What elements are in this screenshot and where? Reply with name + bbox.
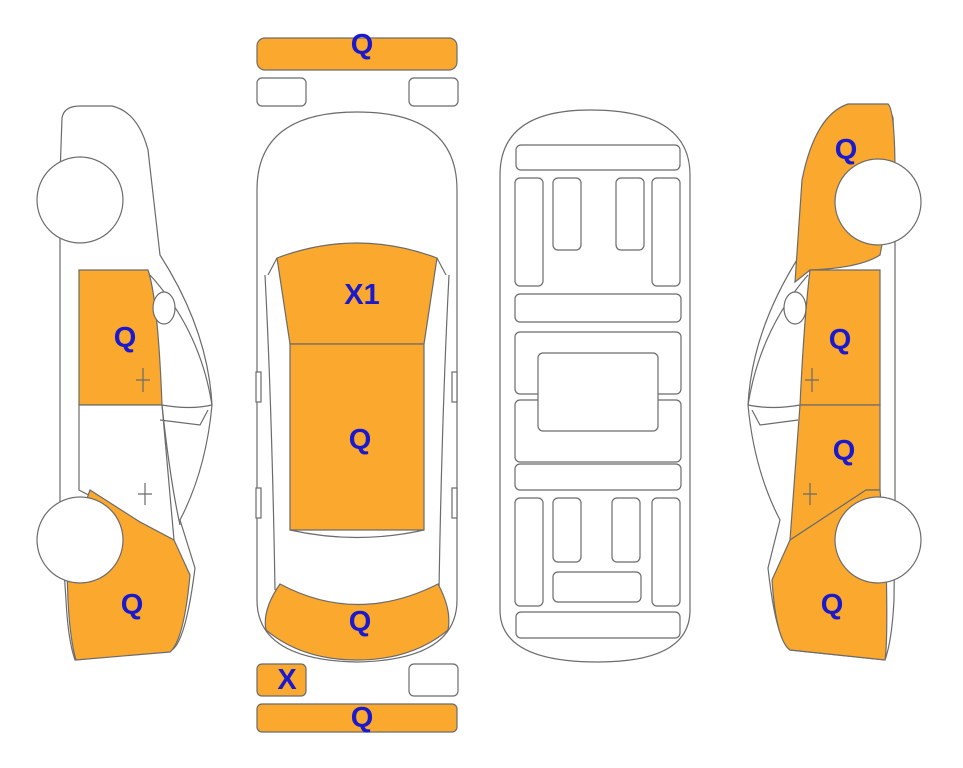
right-window-line xyxy=(751,409,799,426)
left-headlight[interactable] xyxy=(256,77,307,107)
under-center-panel xyxy=(537,352,659,432)
under-panel xyxy=(514,497,544,607)
top-right-side-line xyxy=(438,274,450,591)
trunk-label: Q xyxy=(349,606,372,638)
under-panel xyxy=(552,497,582,563)
rear-bumper-label: Q xyxy=(351,702,374,734)
left-front-wheel xyxy=(36,156,124,244)
right-mirror xyxy=(783,291,807,325)
front-bumper-label: Q xyxy=(351,29,374,61)
right-headlight[interactable] xyxy=(408,77,459,107)
under-panel xyxy=(615,177,645,251)
right-front-door-label: Q xyxy=(829,324,852,356)
left-front-handle xyxy=(136,368,150,392)
rear-bumper[interactable] xyxy=(256,703,458,733)
under-panel xyxy=(515,144,681,171)
right-windshield-line xyxy=(747,274,809,406)
front-bumper[interactable] xyxy=(256,37,458,71)
right-side-view xyxy=(747,103,922,661)
left-pillar-line xyxy=(161,404,181,526)
top-left-mirror xyxy=(255,371,262,403)
top-left-handle xyxy=(255,487,262,519)
under-panel xyxy=(651,177,681,287)
under-panel xyxy=(514,463,682,491)
under-panel xyxy=(611,497,641,563)
left-rear-quarter-label: Q xyxy=(121,589,144,621)
top-right-handle xyxy=(451,487,458,519)
roof-label: Q xyxy=(349,424,372,456)
under-panel xyxy=(514,177,544,287)
right-front-fender-label: Q xyxy=(835,134,858,166)
right-rear-door-label: Q xyxy=(833,435,856,467)
left-window-line xyxy=(159,409,209,426)
hood-label: X1 xyxy=(344,279,379,311)
left-rear-handle xyxy=(138,483,152,505)
rear-window-top xyxy=(289,529,425,539)
top-view xyxy=(255,37,459,733)
top-right-mirror xyxy=(451,371,458,403)
right-rear-wheel xyxy=(834,496,922,584)
under-panel xyxy=(651,497,681,607)
left-taillight[interactable] xyxy=(256,663,307,697)
right-rear-handle xyxy=(803,483,817,505)
right-belt-line xyxy=(747,404,801,409)
left-windshield-line xyxy=(149,274,213,406)
left-rear-wheel xyxy=(36,496,124,584)
trunk[interactable] xyxy=(264,583,450,661)
top-left-side-line xyxy=(264,274,276,591)
damage-labels: Q X1 Q Q X Q Q Q Q Q Q Q xyxy=(114,29,858,734)
right-front-wheel xyxy=(834,158,922,246)
top-a-pillar-lines xyxy=(267,257,447,276)
left-mirror xyxy=(152,291,176,325)
underside-view xyxy=(499,109,691,663)
right-taillight[interactable] xyxy=(408,663,459,697)
under-panel xyxy=(552,571,642,603)
left-belt-line xyxy=(161,404,213,409)
right-rear-quarter-label: Q xyxy=(821,589,844,621)
left-side-view xyxy=(36,105,213,661)
left-front-door-label: Q xyxy=(114,322,137,354)
left-taillight-label: X xyxy=(277,664,297,696)
under-panel xyxy=(514,293,682,323)
right-front-handle xyxy=(805,368,819,392)
under-panel xyxy=(515,611,681,639)
under-panel xyxy=(552,177,582,251)
